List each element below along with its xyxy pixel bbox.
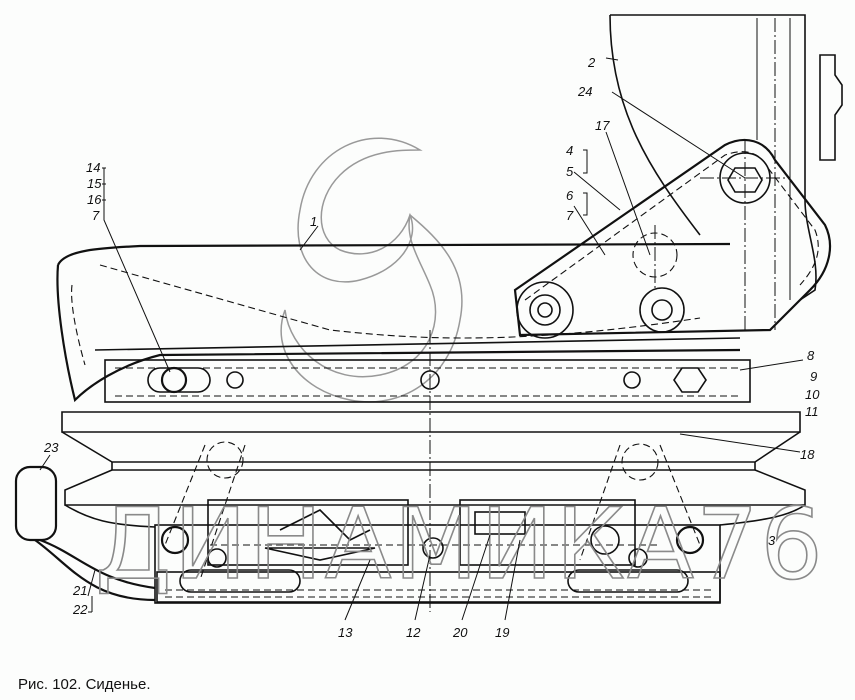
callout-9: 9 bbox=[810, 369, 817, 384]
callout-18: 18 bbox=[800, 447, 815, 462]
leader-lines bbox=[39, 57, 804, 621]
callout-4: 4 bbox=[566, 143, 573, 158]
callout-labels: 2 24 17 4 5 6 7 14 15 16 7 1 8 9 10 11 1… bbox=[43, 55, 820, 640]
seat-base bbox=[154, 499, 721, 604]
callout-23: 23 bbox=[43, 440, 59, 455]
backrest bbox=[609, 14, 843, 330]
callout-20: 20 bbox=[452, 625, 468, 640]
seat-cushion bbox=[56, 242, 741, 403]
callout-7-rail: 7 bbox=[92, 208, 100, 223]
callout-7-bracket: 7 bbox=[566, 208, 574, 223]
callout-17: 17 bbox=[595, 118, 610, 133]
callout-15: 15 bbox=[87, 176, 102, 191]
callout-14: 14 bbox=[86, 160, 100, 175]
seat-frame bbox=[104, 330, 751, 612]
adjust-lever bbox=[14, 465, 156, 602]
watermark-logo bbox=[280, 137, 463, 403]
callout-24: 24 bbox=[577, 84, 592, 99]
callout-22: 22 bbox=[72, 602, 88, 617]
callout-16: 16 bbox=[87, 192, 102, 207]
hinge-bracket bbox=[513, 138, 832, 339]
callout-19: 19 bbox=[495, 625, 509, 640]
callout-1: 1 bbox=[310, 214, 317, 229]
callout-3: 3 bbox=[768, 533, 776, 548]
figure-caption: Рис. 102. Сиденье. bbox=[18, 676, 151, 693]
callout-5: 5 bbox=[566, 164, 574, 179]
callout-11: 11 bbox=[805, 404, 819, 419]
callout-8: 8 bbox=[807, 348, 815, 363]
bellows bbox=[61, 411, 806, 581]
callout-12: 12 bbox=[406, 625, 421, 640]
watermark-text: ДИНАМИКА76 bbox=[95, 488, 825, 602]
callout-21: 21 bbox=[72, 583, 87, 598]
callout-2: 2 bbox=[587, 55, 596, 70]
callout-6: 6 bbox=[566, 188, 574, 203]
callout-13: 13 bbox=[338, 625, 353, 640]
callout-10: 10 bbox=[805, 387, 820, 402]
